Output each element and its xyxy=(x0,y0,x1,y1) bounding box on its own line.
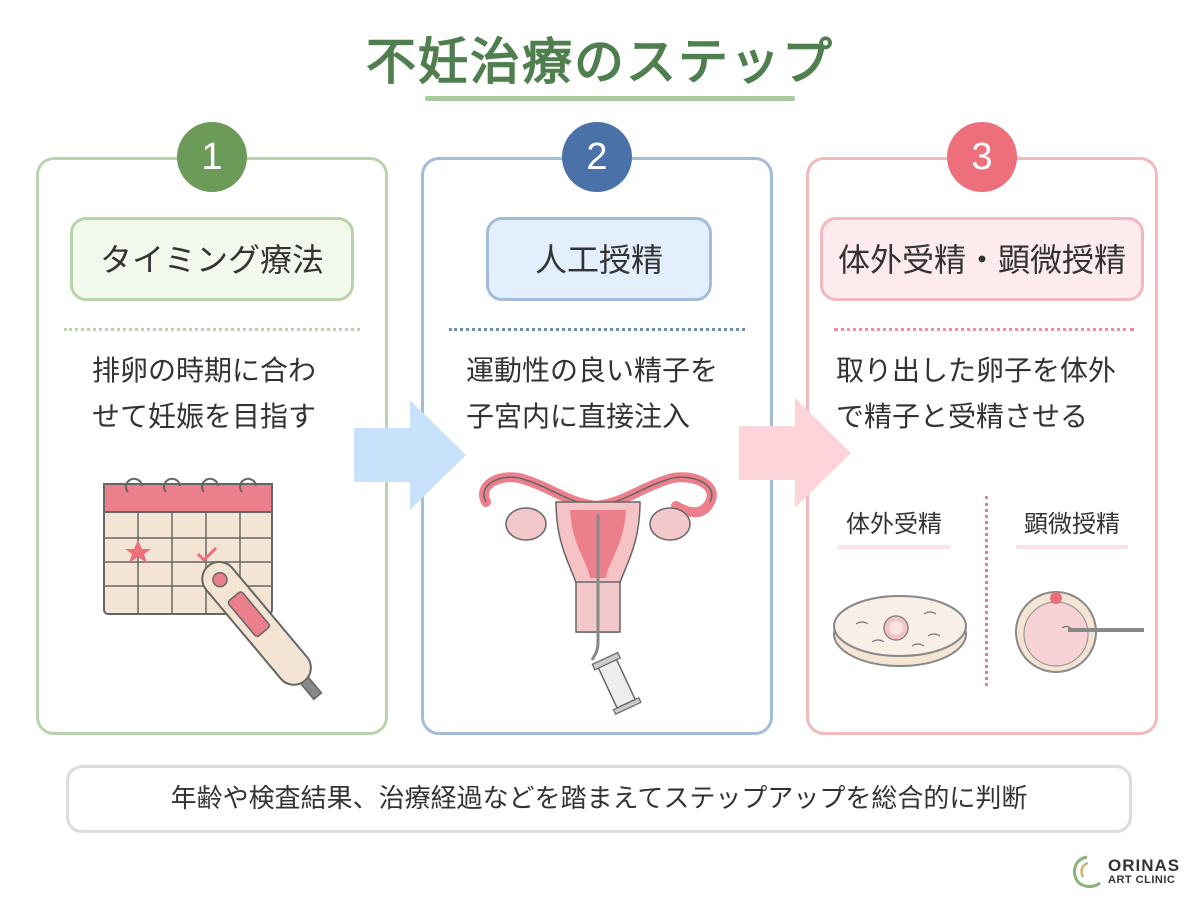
step-number-badge-2: 2 xyxy=(562,122,632,192)
dotted-divider-1 xyxy=(64,328,360,331)
page-title: 不妊治療のステップ xyxy=(366,33,834,91)
description-line: で精子と受精させる xyxy=(836,400,1089,433)
step-description-1: 排卵の時期に合わ せて妊娠を目指す xyxy=(92,348,362,440)
description-line: せて妊娠を目指す xyxy=(92,400,317,433)
sub-label-icsi: 顕微授精 xyxy=(1016,504,1128,549)
sub-label-text: 体外受精 xyxy=(846,510,942,538)
description-line: 取り出した卵子を体外 xyxy=(836,354,1117,387)
microinjection-icon xyxy=(1015,591,1144,673)
description-line: 子宮内に直接注入 xyxy=(466,400,691,433)
logo-line-2: ART CLINIC xyxy=(1108,874,1176,886)
clinic-logo-text: ORINAS ART CLINIC xyxy=(1108,856,1181,888)
clinic-logo-icon xyxy=(1072,855,1101,888)
sub-label-text: 顕微授精 xyxy=(1024,510,1120,538)
footer-note: 年齢や検査結果、治療経過などを踏まえてステップアップを総合的に判断 xyxy=(66,765,1132,833)
thermometer-icon xyxy=(201,560,323,701)
logo-line-1: ORINAS xyxy=(1108,856,1181,875)
step-description-2: 運動性の良い精子を 子宮内に直接注入 xyxy=(466,348,756,440)
step-number-badge-1: 1 xyxy=(177,122,247,192)
uterus-illustration-icon xyxy=(479,472,717,715)
description-line: 運動性の良い精子を xyxy=(466,354,719,387)
step-number-badge-3: 3 xyxy=(947,122,1017,192)
dotted-divider-3 xyxy=(834,328,1134,331)
step-label-1: タイミング療法 xyxy=(70,217,354,301)
arrow-right-icon xyxy=(739,398,851,508)
step-label-2: 人工授精 xyxy=(486,217,712,301)
petri-dish-icon xyxy=(833,595,967,667)
description-line: 排卵の時期に合わ xyxy=(92,354,317,387)
step-description-3: 取り出した卵子を体外 で精子と受精させる xyxy=(836,348,1146,440)
dotted-divider-2 xyxy=(449,328,745,331)
title-underline xyxy=(425,96,795,101)
sub-label-ivf: 体外受精 xyxy=(838,504,950,549)
vertical-dotted-separator xyxy=(985,496,988,686)
step-label-3: 体外受精・顕微授精 xyxy=(820,217,1144,301)
arrow-right-icon xyxy=(354,400,466,510)
